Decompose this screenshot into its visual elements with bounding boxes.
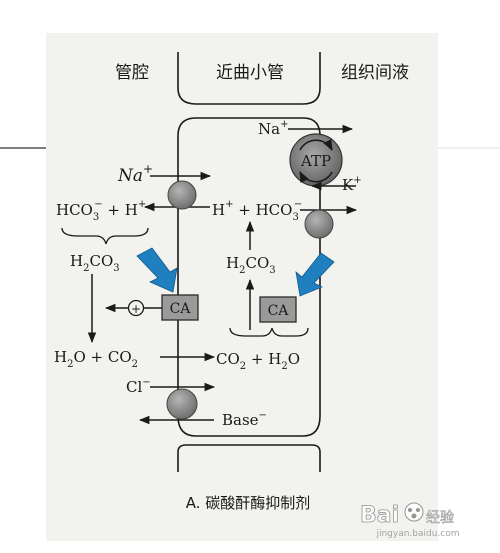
catalysis-plus-sign: + (131, 302, 141, 316)
paw-icon (404, 502, 424, 522)
intracellular-h2co3-label: H2CO3 (226, 254, 276, 276)
left-ca-enzyme (161, 294, 199, 321)
svg-text:经验: 经验 (426, 510, 454, 526)
svg-text:Bai: Bai (360, 503, 399, 528)
intracellular-h-hco3-label: H+ + HCO3− (212, 199, 302, 223)
luminal-combine-brace (61, 227, 149, 245)
right-ca-enzyme (259, 296, 297, 323)
pump-cycle-arrow-top (299, 138, 333, 151)
intracellular-co2-h2o-label: CO2 + H2O (216, 350, 300, 372)
left-inhibitor-arrow-icon (136, 247, 178, 293)
luminal-hco3-h-label: HCO3− + H+ (56, 199, 146, 223)
basolateral-hco3-transporter (304, 209, 334, 239)
luminal-h2co3-label: H2CO3 (70, 252, 120, 274)
base-label: Base− (222, 410, 267, 429)
intracellular-combine-brace (229, 327, 309, 337)
upper-cell-outline (177, 52, 321, 105)
header-lumen: 管腔 (115, 63, 149, 83)
catalysis-plus-icon (127, 299, 145, 317)
baidu-watermark-logo: Bai 经验 jingyan.baidu.com (360, 502, 460, 539)
luminal-h2o-co2-label: H2O + CO2 (54, 348, 138, 370)
lower-cell-outline (177, 444, 321, 472)
paper-scan (46, 33, 438, 541)
luminal-na-label: Na+ (117, 162, 153, 186)
right-ca-label: CA (268, 303, 290, 319)
right-inhibitor-arrow-icon (295, 252, 335, 297)
header-tubule: 近曲小管 (216, 63, 284, 83)
na-h-exchanger (167, 180, 197, 210)
left-ca-label: CA (170, 301, 192, 317)
cl-base-exchanger (166, 388, 198, 420)
svg-text:jingyan.baidu.com: jingyan.baidu.com (375, 529, 459, 539)
atp-label: ATP (300, 152, 331, 170)
basolateral-na-label: Na+ (258, 119, 288, 138)
cl-label: Cl− (126, 377, 151, 396)
header-interstitial: 组织间液 (341, 63, 409, 83)
tubule-cell-outline (177, 117, 321, 437)
pump-cycle-arrow-bottom (299, 171, 333, 184)
figure-caption: A. 碳酸酐酶抑制剂 (186, 494, 311, 512)
k-label: K+ (342, 175, 362, 194)
